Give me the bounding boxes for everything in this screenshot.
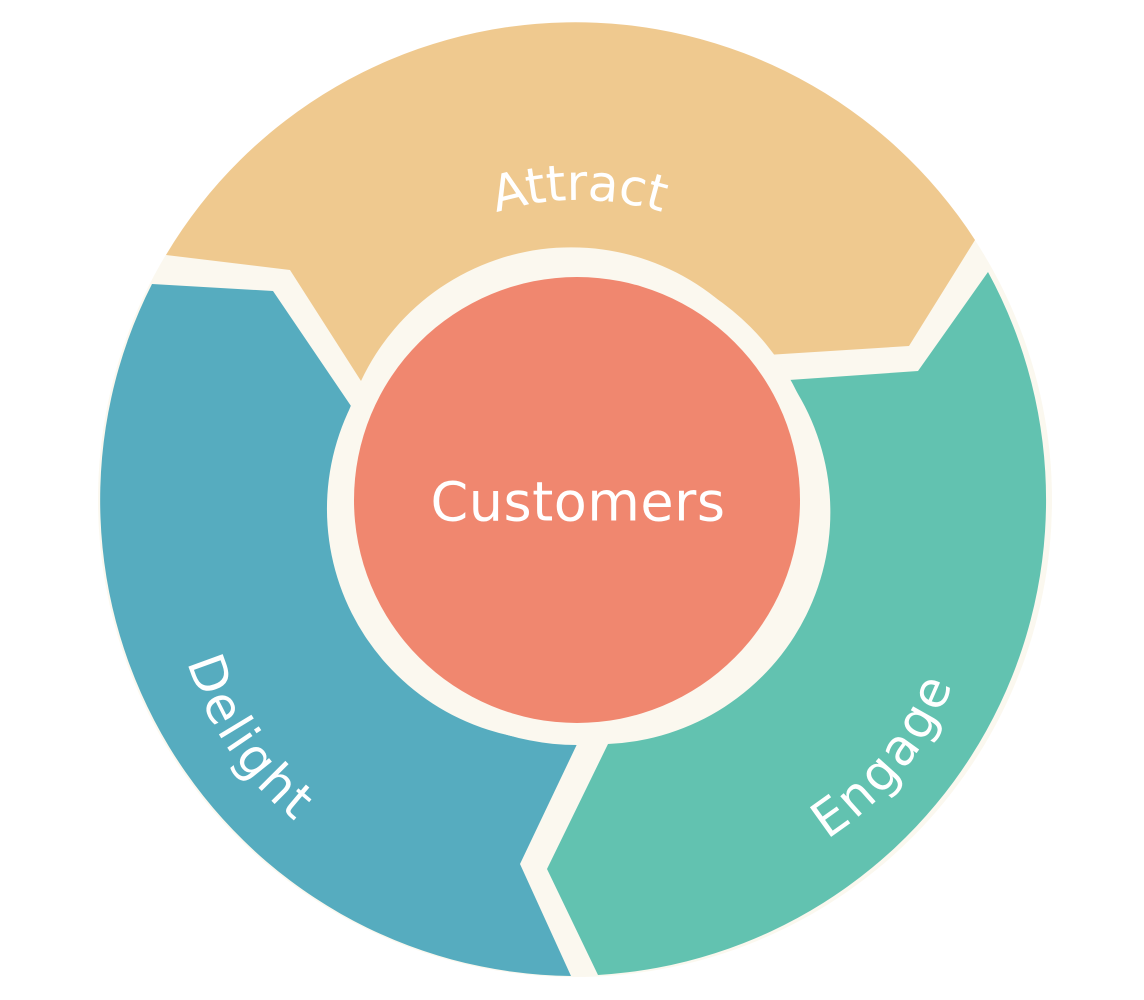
customers-hub xyxy=(354,277,800,723)
engage-segment xyxy=(547,272,1047,975)
attract-segment xyxy=(166,22,975,381)
customers-label: Customers xyxy=(431,471,726,534)
delight-segment xyxy=(100,284,580,976)
